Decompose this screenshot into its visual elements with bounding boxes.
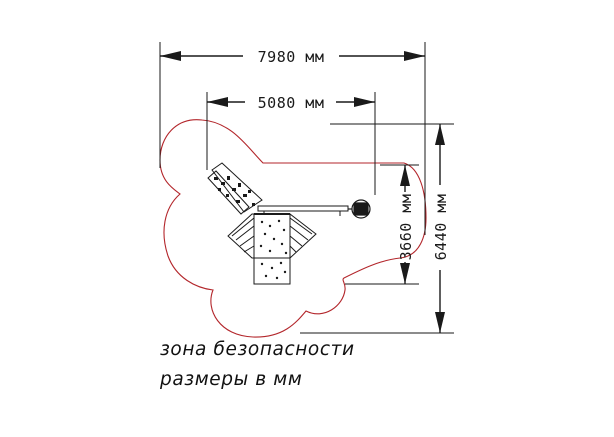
swing-seat [348,199,371,219]
equipment-width-label: 5080 мм [258,94,325,112]
overall-depth-label: 6440 мм [432,194,450,261]
dimension-equipment-width: 5080 мм [207,94,375,112]
arrowhead [435,124,445,145]
arrowhead [435,312,445,333]
arrowhead [400,263,410,284]
platform-slats [231,217,313,253]
legend-units: размеры в мм [160,369,303,390]
extension-lines [159,42,454,334]
climbing-holds [214,176,255,206]
climbing-wall-panel [207,162,263,215]
arrowhead [207,97,228,107]
overall-width-label: 7980 мм [258,48,325,66]
arrowhead [400,165,410,186]
legend-safety-zone: зона безопасности [160,339,355,360]
dimension-equipment-depth: 3660 мм [397,165,415,284]
arrowhead [354,97,375,107]
arrowhead [404,51,425,61]
dimension-overall-depth: 6440 мм [432,124,450,333]
tower-texture [259,219,288,280]
equipment-depth-label: 3660 мм [397,194,415,261]
dimension-overall-width: 7980 мм [160,48,425,66]
tower-base [253,257,291,285]
tower-platform [227,213,317,259]
arrowhead [160,51,181,61]
